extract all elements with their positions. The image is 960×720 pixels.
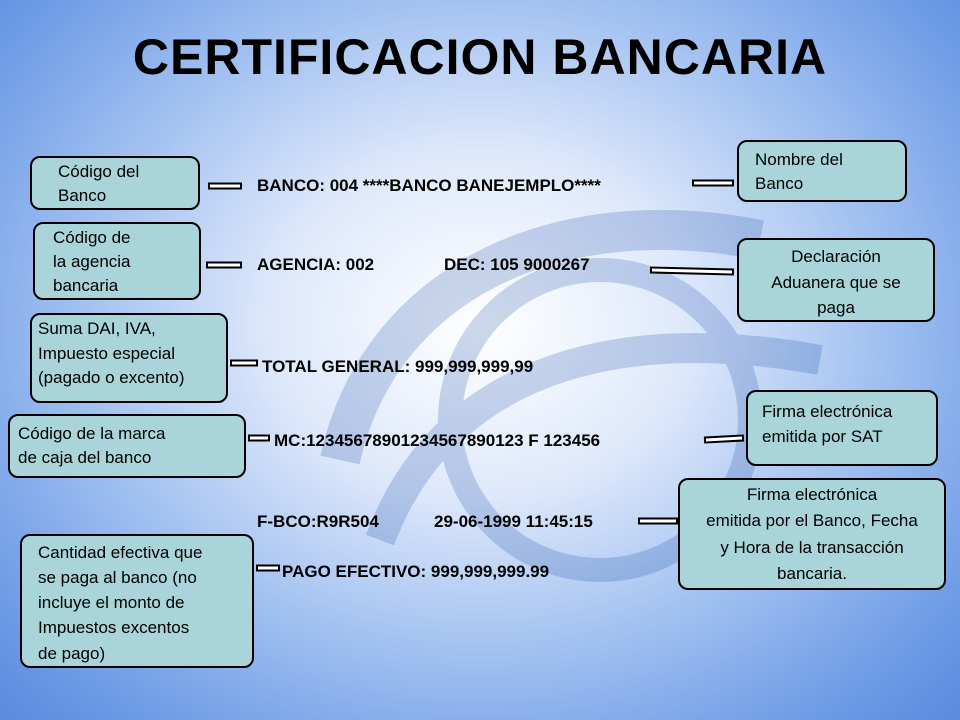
- voucher-mc: MC:12345678901234567890123 F 123456: [274, 431, 601, 450]
- voucher-fecha: 29-06-1999 11:45:15: [434, 512, 593, 531]
- page-title: CERTIFICACION BANCARIA: [132, 29, 828, 85]
- arrow-to-firma-sat: [703, 434, 745, 444]
- callout-line: se paga al banco (no: [38, 568, 197, 588]
- callout-firma-sat: Firma electrónica emitida por SAT: [746, 390, 938, 466]
- callout-line: Código del: [58, 162, 140, 181]
- callout-line: la agencia: [53, 251, 131, 271]
- callout-line: Nombre del: [755, 150, 843, 169]
- callout-line: Código de la marca: [18, 424, 166, 443]
- voucher-fbco: F-BCO:R9R504: [257, 512, 379, 531]
- callout-line: de caja del banco: [18, 447, 152, 467]
- callout-line: Cantidad efectiva que: [38, 543, 203, 562]
- callout-line: Impuesto especial: [38, 343, 176, 363]
- callout-line: Código de: [53, 228, 131, 247]
- callout-line: Suma DAI, IVA,: [38, 319, 156, 338]
- callout-line: Banco: [755, 173, 804, 193]
- callout-line: (pagado o excento): [38, 368, 185, 388]
- callout-line: y Hora de la transacción: [720, 537, 904, 557]
- callout-suma-dai: Suma DAI, IVA, Impuesto especial (pagado…: [30, 313, 228, 403]
- callout-declaracion: Declaración Aduanera que se paga: [737, 238, 935, 322]
- voucher-banco: BANCO: 004 ****BANCO BANEJEMPLO****: [257, 176, 601, 195]
- callout-line: Firma electrónica: [762, 402, 893, 421]
- callout-line: Banco: [58, 185, 107, 205]
- callout-cantidad-efectiva: Cantidad efectiva que se paga al banco (…: [20, 534, 254, 668]
- callout-line: Impuestos excentos: [38, 618, 190, 638]
- arrow-to-declaracion: [649, 266, 735, 276]
- voucher-agencia: AGENCIA: 002: [257, 255, 375, 274]
- callout-line: paga: [817, 298, 855, 317]
- callout-line: incluye el monto de: [38, 593, 185, 613]
- callout-line: emitida por el Banco, Fecha: [706, 511, 918, 531]
- callout-codigo-banco: Código del Banco: [30, 156, 200, 210]
- callout-nombre-banco: Nombre del Banco: [737, 140, 907, 202]
- callout-codigo-marca: Código de la marca de caja del banco: [8, 414, 246, 478]
- callout-firma-banco: Firma electrónica emitida por el Banco, …: [678, 478, 946, 590]
- callout-line: bancaria: [53, 275, 119, 295]
- callout-line: Declaración: [791, 247, 881, 266]
- callout-line: emitida por SAT: [762, 426, 883, 446]
- voucher-dec: DEC: 105 9000267: [444, 255, 590, 274]
- callout-line: bancaria.: [777, 564, 847, 584]
- voucher-total: TOTAL GENERAL: 999,999,999,99: [262, 357, 534, 376]
- callout-codigo-agencia: Código de la agencia bancaria: [33, 222, 201, 300]
- callout-line: Aduanera que se: [771, 272, 901, 292]
- callout-line: Firma electrónica: [746, 485, 878, 504]
- voucher-pago: PAGO EFECTIVO: 999,999,999.99: [282, 562, 550, 581]
- callout-line: de pago): [38, 643, 106, 663]
